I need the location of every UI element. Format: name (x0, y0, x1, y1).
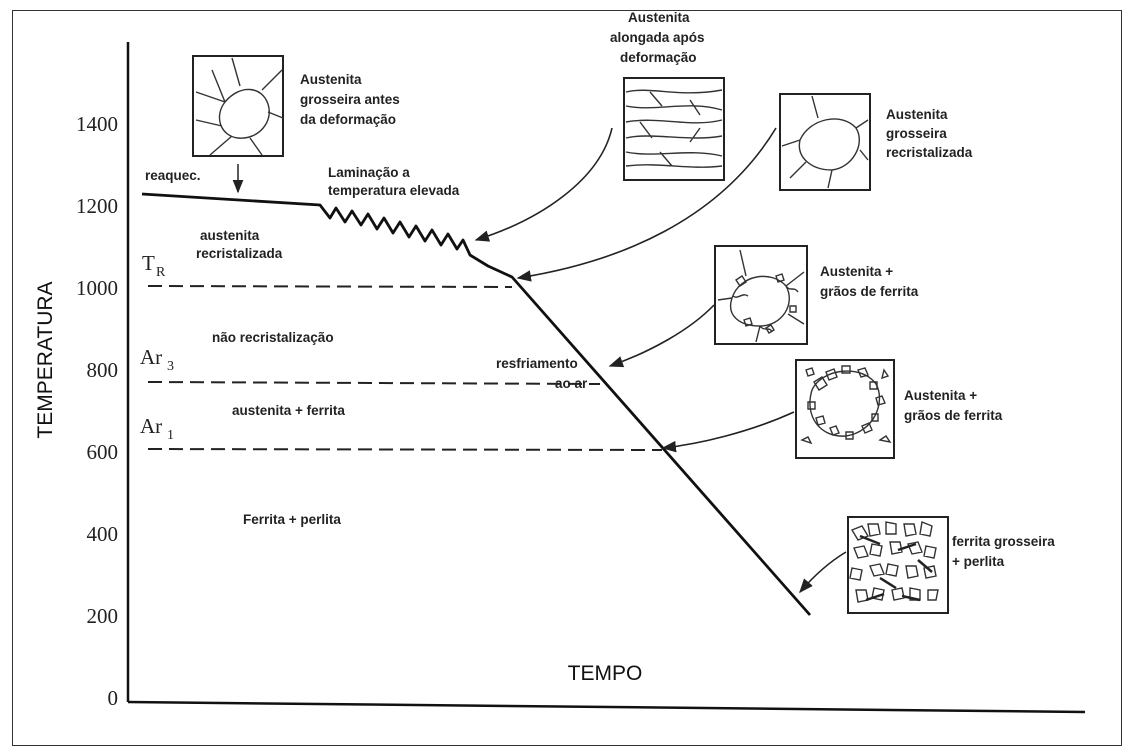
nao-recrist-label: não recristalização (212, 330, 334, 345)
micrograph-6-caption: ferrita grosseira + perlita (952, 534, 1055, 569)
micrograph-3-caption: Austenita grosseira recristalizada (886, 107, 973, 160)
tr-label: T (142, 251, 155, 275)
micrograph-2-caption-2: alongada após (610, 30, 705, 45)
aust-recrist-label-1: austenita (200, 228, 260, 243)
ar1-label: Ar (140, 414, 162, 438)
micrograph-3-caption-2: grosseira (886, 126, 947, 141)
arrow-recrystallized (516, 127, 777, 282)
resfriamento-label-1: resfriamento (496, 356, 578, 371)
micrograph-recrystallized-austenite (779, 93, 871, 191)
micrograph-5-caption: Austenita + grãos de ferrita (904, 388, 1003, 423)
ar1-line (147, 448, 663, 451)
micrograph-1-caption-2: grosseira antes (300, 92, 400, 107)
laminacao-label-1: Laminação a (328, 165, 410, 180)
arrow-ferrite-pearlite (799, 551, 847, 594)
x-axis-title: TEMPO (568, 662, 643, 685)
tr-symbol: T R (142, 251, 166, 280)
reaquec-label: reaquec. (145, 168, 201, 183)
micrograph-2-caption-1: Austenita (628, 10, 690, 25)
micrograph-ferrite-pearlite (847, 516, 949, 614)
ar1-subscript: 1 (167, 428, 174, 443)
micrograph-2-caption: Austenita alongada após deformação (610, 10, 705, 65)
tr-line (147, 285, 513, 288)
micrograph-3-caption-3: recristalizada (886, 145, 973, 160)
laminacao-label-2: temperatura elevada (328, 183, 460, 198)
y-tick-400: 400 (87, 522, 119, 546)
tr-subscript: R (156, 265, 166, 280)
ferrita-perlita-label: Ferrita + perlita (243, 512, 341, 527)
micrograph-1-caption: Austenita grosseira antes da deformação (300, 72, 400, 127)
y-axis-title: TEMPERATURA (34, 281, 57, 438)
micrograph-elongated-austenite (623, 77, 725, 181)
resfriamento-label-2: ao ar (555, 376, 588, 391)
y-tick-1200: 1200 (76, 194, 118, 218)
micrograph-6-caption-1: ferrita grosseira (952, 534, 1055, 549)
y-tick-1000: 1000 (76, 276, 118, 300)
micrograph-1-caption-3: da deformação (300, 112, 396, 127)
ar3-subscript: 3 (167, 359, 174, 374)
arrow-austenite-ferrite-2 (661, 411, 795, 453)
micrograph-5-caption-1: Austenita + (904, 388, 977, 403)
aust-recrist-label-2: recristalizada (196, 246, 283, 261)
micrograph-6-caption-2: + perlita (952, 554, 1005, 569)
micrograph-austenite-ferrite-2 (795, 359, 895, 459)
y-tick-labels: 1400 1200 1000 800 600 400 200 0 (76, 112, 118, 710)
arrow-austenite-ferrite-1 (608, 304, 715, 368)
micrograph-coarse-austenite (192, 55, 284, 157)
micrograph-4-caption-2: grãos de ferrita (820, 284, 919, 299)
micrograph-austenite-ferrite-1 (714, 245, 808, 345)
y-tick-200: 200 (87, 604, 119, 628)
arrow-elongated (474, 127, 613, 242)
ar3-symbol: Ar 3 (140, 345, 174, 374)
process-curve (141, 192, 812, 616)
y-tick-800: 800 (87, 358, 119, 382)
micrograph-5-caption-2: grãos de ferrita (904, 408, 1003, 423)
micrograph-1-caption-1: Austenita (300, 72, 362, 87)
micrograph-2-caption-3: deformação (620, 50, 697, 65)
ar1-symbol: Ar 1 (140, 414, 174, 443)
x-axis (127, 700, 1086, 714)
ar3-label: Ar (140, 345, 162, 369)
y-tick-1400: 1400 (76, 112, 118, 136)
aust-ferrita-label: austenita + ferrita (232, 403, 345, 418)
y-tick-600: 600 (87, 440, 119, 464)
pointer-arrows (474, 127, 847, 594)
micrograph-3-caption-1: Austenita (886, 107, 948, 122)
y-tick-0: 0 (108, 686, 119, 710)
micrograph-4-caption: Austenita + grãos de ferrita (820, 264, 919, 299)
micrograph-4-caption-1: Austenita + (820, 264, 893, 279)
ar3-line (147, 381, 601, 385)
